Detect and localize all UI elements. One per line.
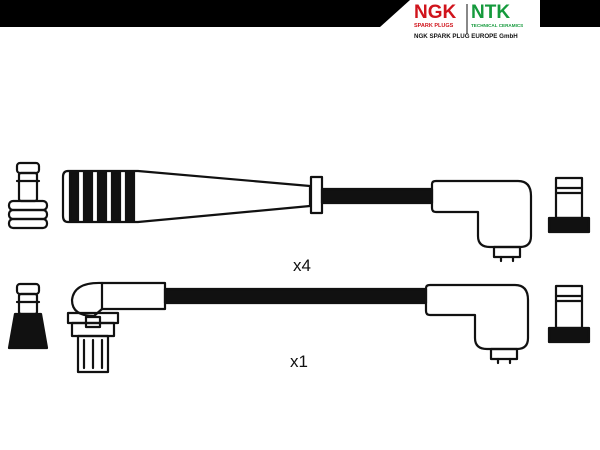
lead1-plug-terminal xyxy=(547,176,591,234)
header-stripes xyxy=(0,0,600,27)
company-name: NGK SPARK PLUG EUROPE GmbH xyxy=(414,33,518,40)
ntk-logo: NTK xyxy=(471,2,511,23)
lead2-quantity-label: x1 xyxy=(290,352,308,371)
ngk-logo: NGK xyxy=(414,2,457,23)
ntk-subtitle: TECHNICAL CERAMICS xyxy=(471,23,524,28)
header-black-bar-left xyxy=(0,0,410,27)
lead2-left-connector xyxy=(66,281,167,374)
lead2-distributor-terminal xyxy=(7,282,49,350)
lead2-cable xyxy=(163,287,428,305)
header: NGK NTK SPARK PLUGS TECHNICAL CERAMICS N… xyxy=(0,0,600,45)
ngk-subtitle: SPARK PLUGS xyxy=(414,23,454,29)
lead1-collar xyxy=(309,175,324,215)
lead1-plug-boot xyxy=(430,179,533,263)
logo-divider xyxy=(466,4,468,34)
lead2-plug-boot xyxy=(424,283,530,365)
lead1-quantity-label: x4 xyxy=(293,256,311,275)
lead1-cable xyxy=(320,187,434,205)
lead1-ribbed-boot xyxy=(61,169,312,224)
header-black-bar-right xyxy=(540,0,600,27)
lead1-distributor-terminal xyxy=(7,161,49,230)
lead2-plug-terminal xyxy=(547,284,591,344)
